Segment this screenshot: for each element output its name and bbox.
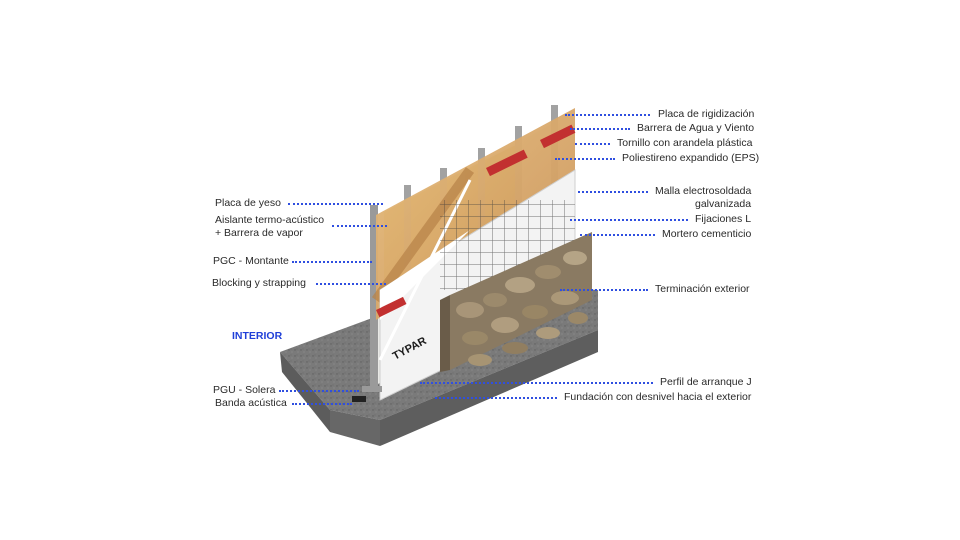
leader-line [555, 158, 615, 160]
leader-line [292, 403, 352, 405]
label-blocking: Blocking y strapping [212, 277, 306, 289]
label-cement-mortar: Mortero cementicio [662, 228, 752, 240]
leader-line [420, 382, 653, 384]
label-rigid-board: Placa de rigidización [658, 108, 755, 120]
acoustic-band [352, 396, 366, 402]
label-sole-track: PGU - Solera [213, 384, 276, 396]
leader-line [570, 219, 688, 221]
label-exterior-finish: Terminación exterior [655, 283, 750, 295]
label-mesh-2: galvanizada [695, 198, 752, 210]
label-insulation: Aislante termo-acústico [215, 214, 325, 226]
label-mesh: Malla electrosoldada [655, 185, 752, 197]
label-eps: Poliestireno expandido (EPS) [622, 152, 760, 164]
leader-line [580, 234, 655, 236]
leader-line [332, 225, 387, 227]
leader-line [578, 191, 648, 193]
label-gypsum-board: Placa de yeso [215, 197, 281, 209]
label-water-wind-barrier: Barrera de Agua y Viento [637, 122, 755, 134]
leader-line [565, 114, 650, 116]
sole-track [362, 386, 382, 392]
label-stud: PGC - Montante [213, 255, 289, 267]
label-j-starter: Perfil de arranque J [660, 376, 752, 388]
label-screw-washer: Tornillo con arandela plástica [617, 137, 753, 149]
leader-line [292, 261, 372, 263]
leader-line [570, 128, 630, 130]
label-foundation: Fundación con desnivel hacia el exterior [564, 391, 752, 403]
leader-line [435, 397, 557, 399]
stone-finish [440, 232, 592, 372]
label-acoustic-band: Banda acústica [215, 397, 287, 409]
label-vapor-barrier: + Barrera de vapor [215, 227, 303, 239]
leader-line [575, 143, 610, 145]
interior-side-label: INTERIOR [232, 330, 283, 342]
leader-line [560, 289, 648, 291]
leader-line [279, 390, 359, 392]
leader-line [316, 283, 386, 285]
label-l-fixings: Fijaciones L [695, 213, 752, 225]
leader-line [288, 203, 383, 205]
